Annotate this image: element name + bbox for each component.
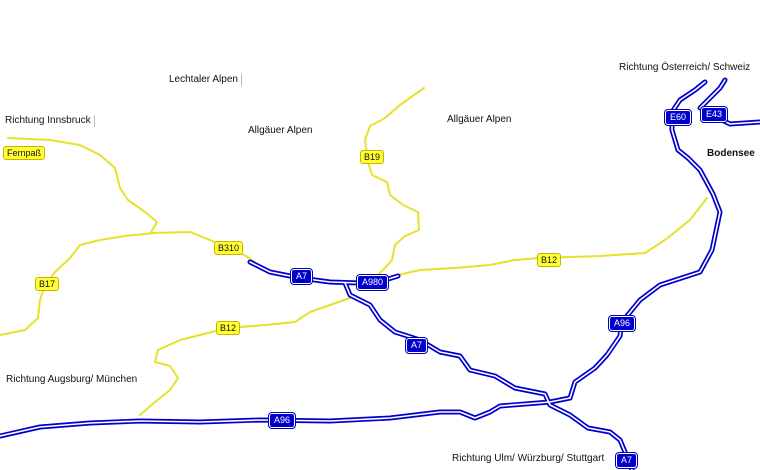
shield-a7-mid[interactable]: A7 [404,337,429,354]
label-bodensee: Bodensee [707,148,755,159]
label-allgaeuer-alpen-west: Allgäuer Alpen [248,125,313,136]
shield-a7-south[interactable]: A7 [614,452,639,469]
road-fernpass [7,137,158,235]
shield-a7-north[interactable]: A7 [289,268,314,285]
label-richtung-augsburg: Richtung Augsburg/ München [6,374,138,385]
shield-fernpass[interactable]: Fernpaß [3,146,46,160]
label-richtung-innsbruck: Richtung Innsbruck [5,115,95,127]
shield-b12-west[interactable]: B12 [216,321,241,335]
shield-e43[interactable]: E43 [699,106,729,123]
shield-b12-east[interactable]: B12 [537,253,562,267]
label-allgaeuer-alpen-east: Allgäuer Alpen [447,114,512,125]
shield-a980[interactable]: A980 [355,274,390,291]
shield-a96-west[interactable]: A96 [267,412,297,429]
road-b12-west [139,297,351,416]
shield-e60[interactable]: E60 [663,109,693,126]
road-b310-west [0,232,156,336]
label-richtung-oesterreich: Richtung Österreich/ Schweiz [619,62,751,73]
label-lechtaler-alpen: Lechtaler Alpen [169,74,242,86]
shield-a96-east[interactable]: A96 [607,315,637,332]
label-richtung-ulm: Richtung Ulm/ Würzburg/ Stuttgart [452,453,605,464]
shield-b310[interactable]: B310 [214,241,244,255]
shield-b19[interactable]: B19 [360,150,385,164]
motorway-a7-south [342,280,635,470]
motorway-a96-east [567,79,723,401]
road-b19 [364,87,425,276]
shield-b17[interactable]: B17 [35,277,60,291]
